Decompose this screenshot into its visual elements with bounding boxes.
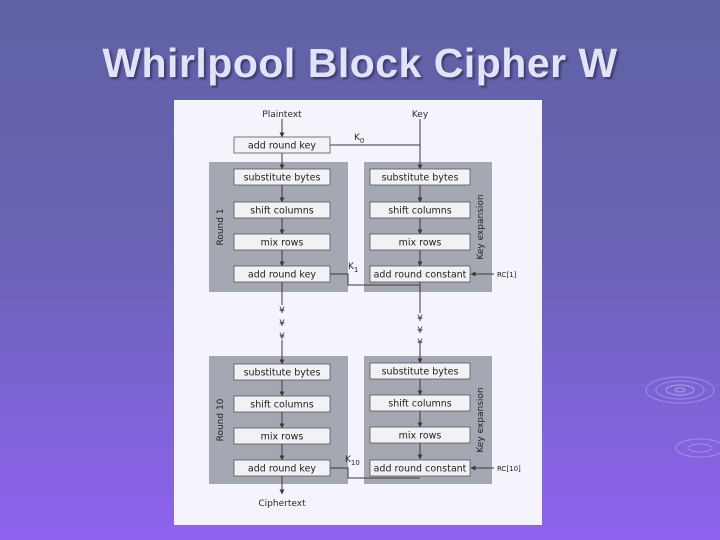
svg-text:substitute bytes: substitute bytes	[382, 367, 459, 378]
block-r1-shift-columns	[233, 201, 331, 219]
ellipsis-mark-left-2: ¥	[279, 319, 285, 329]
rc1-label: RC[1]	[497, 271, 517, 279]
block-r10-shift-columns	[233, 395, 331, 413]
block-ke1-substitute-bytes	[369, 168, 471, 186]
block-ke1-mix-rows	[369, 233, 471, 251]
k10-label: K10	[345, 455, 360, 467]
k1-label: K1	[348, 262, 358, 274]
svg-text:add round key: add round key	[248, 464, 317, 475]
plaintext-label: Plaintext	[262, 110, 302, 120]
round1-label: Round 1	[216, 208, 226, 245]
slide-title: Whirlpool Block Cipher W	[102, 40, 618, 86]
block-ke10-substitute-bytes	[369, 362, 471, 380]
svg-text:substitute bytes: substitute bytes	[244, 368, 321, 379]
svg-text:add round constant: add round constant	[374, 464, 467, 475]
svg-text:add round key: add round key	[248, 270, 317, 281]
svg-text:mix rows: mix rows	[399, 238, 442, 249]
block-ke1-add-round-constant	[369, 265, 471, 283]
block-ke10-shift-columns	[369, 394, 471, 412]
key-expansion-label-2: Key expansion	[476, 387, 486, 452]
svg-text:substitute bytes: substitute bytes	[244, 173, 321, 184]
svg-text:substitute bytes: substitute bytes	[382, 173, 459, 184]
ellipsis-mark-right-2: ¥	[417, 326, 423, 336]
ellipsis-mark-left-1: ¥	[279, 306, 285, 316]
block-r1-mix-rows	[233, 233, 331, 251]
svg-text:add round constant: add round constant	[374, 270, 467, 281]
svg-text:add round key: add round key	[248, 141, 317, 152]
key-expansion-label-1: Key expansion	[476, 194, 486, 259]
decorative-ripples	[645, 376, 720, 458]
svg-text:mix rows: mix rows	[261, 432, 304, 443]
key-label: Key	[412, 110, 429, 120]
svg-text:mix rows: mix rows	[399, 431, 442, 442]
svg-text:shift columns: shift columns	[250, 206, 314, 217]
block-r10-substitute-bytes	[233, 363, 331, 381]
block-r1-add-round-key	[233, 265, 331, 283]
block-r1-substitute-bytes	[233, 168, 331, 186]
block-r10-mix-rows	[233, 427, 331, 445]
ciphertext-label: Ciphertext	[258, 499, 306, 509]
rc10-label: RC[10]	[497, 465, 521, 473]
ellipsis-mark-right-1: ¥	[417, 314, 423, 324]
svg-text:shift columns: shift columns	[388, 399, 452, 410]
ellipsis-mark-right-3: ¥	[417, 338, 423, 348]
k0-label: K0	[354, 133, 364, 145]
svg-text:mix rows: mix rows	[261, 238, 304, 249]
block-r10-add-round-key	[233, 459, 331, 477]
round10-label: Round 10	[216, 398, 226, 441]
whirlpool-diagram: Plaintext Key Ciphertext K0 K1 K10 add r…	[174, 100, 542, 525]
svg-text:shift columns: shift columns	[250, 400, 314, 411]
block-ke10-mix-rows	[369, 426, 471, 444]
block-initial-add-round-key	[233, 136, 331, 154]
block-ke1-shift-columns	[369, 201, 471, 219]
ellipsis-mark-left-3: ¥	[279, 332, 285, 342]
block-ke10-add-round-constant	[369, 459, 471, 477]
svg-text:shift columns: shift columns	[388, 206, 452, 217]
